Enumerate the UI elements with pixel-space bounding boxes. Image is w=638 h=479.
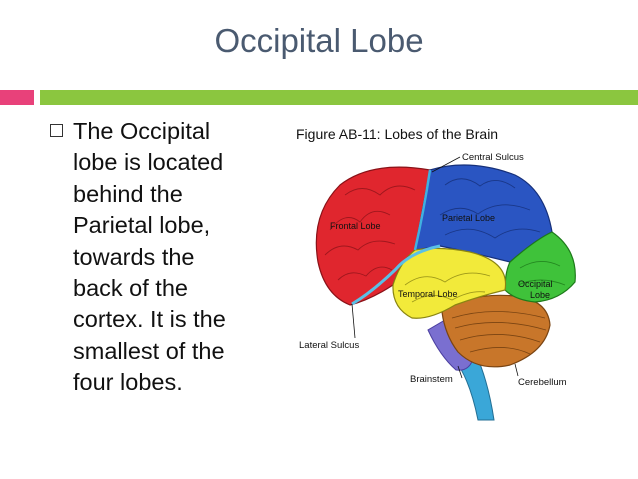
label-frontal-lobe: Frontal Lobe — [330, 221, 381, 231]
label-brainstem: Brainstem — [410, 374, 453, 385]
occipital-lobe — [504, 231, 576, 303]
label-occipital-2: Lobe — [530, 290, 550, 300]
accent-bar-pink — [0, 90, 34, 105]
bullet-text: The Occipital lobe is located behind the… — [73, 118, 226, 396]
label-lateral-sulcus: Lateral Sulcus — [299, 340, 359, 351]
square-bullet-icon — [50, 124, 63, 137]
label-temporal-lobe: Temporal Lobe — [398, 289, 458, 299]
accent-bar-green — [40, 90, 638, 105]
slide-title: Occipital Lobe — [214, 22, 424, 59]
figure-title: Figure AB-11: Lobes of the Brain — [296, 126, 499, 142]
label-cerebellum: Cerebellum — [518, 377, 567, 388]
label-central-sulcus: Central Sulcus — [462, 152, 524, 163]
label-occipital-1: Occipital — [518, 279, 553, 289]
label-parietal-lobe: Parietal Lobe — [442, 213, 495, 223]
brain-lobes-figure: Central Sulcus Frontal Lobe Parietal Lob… — [299, 152, 576, 421]
